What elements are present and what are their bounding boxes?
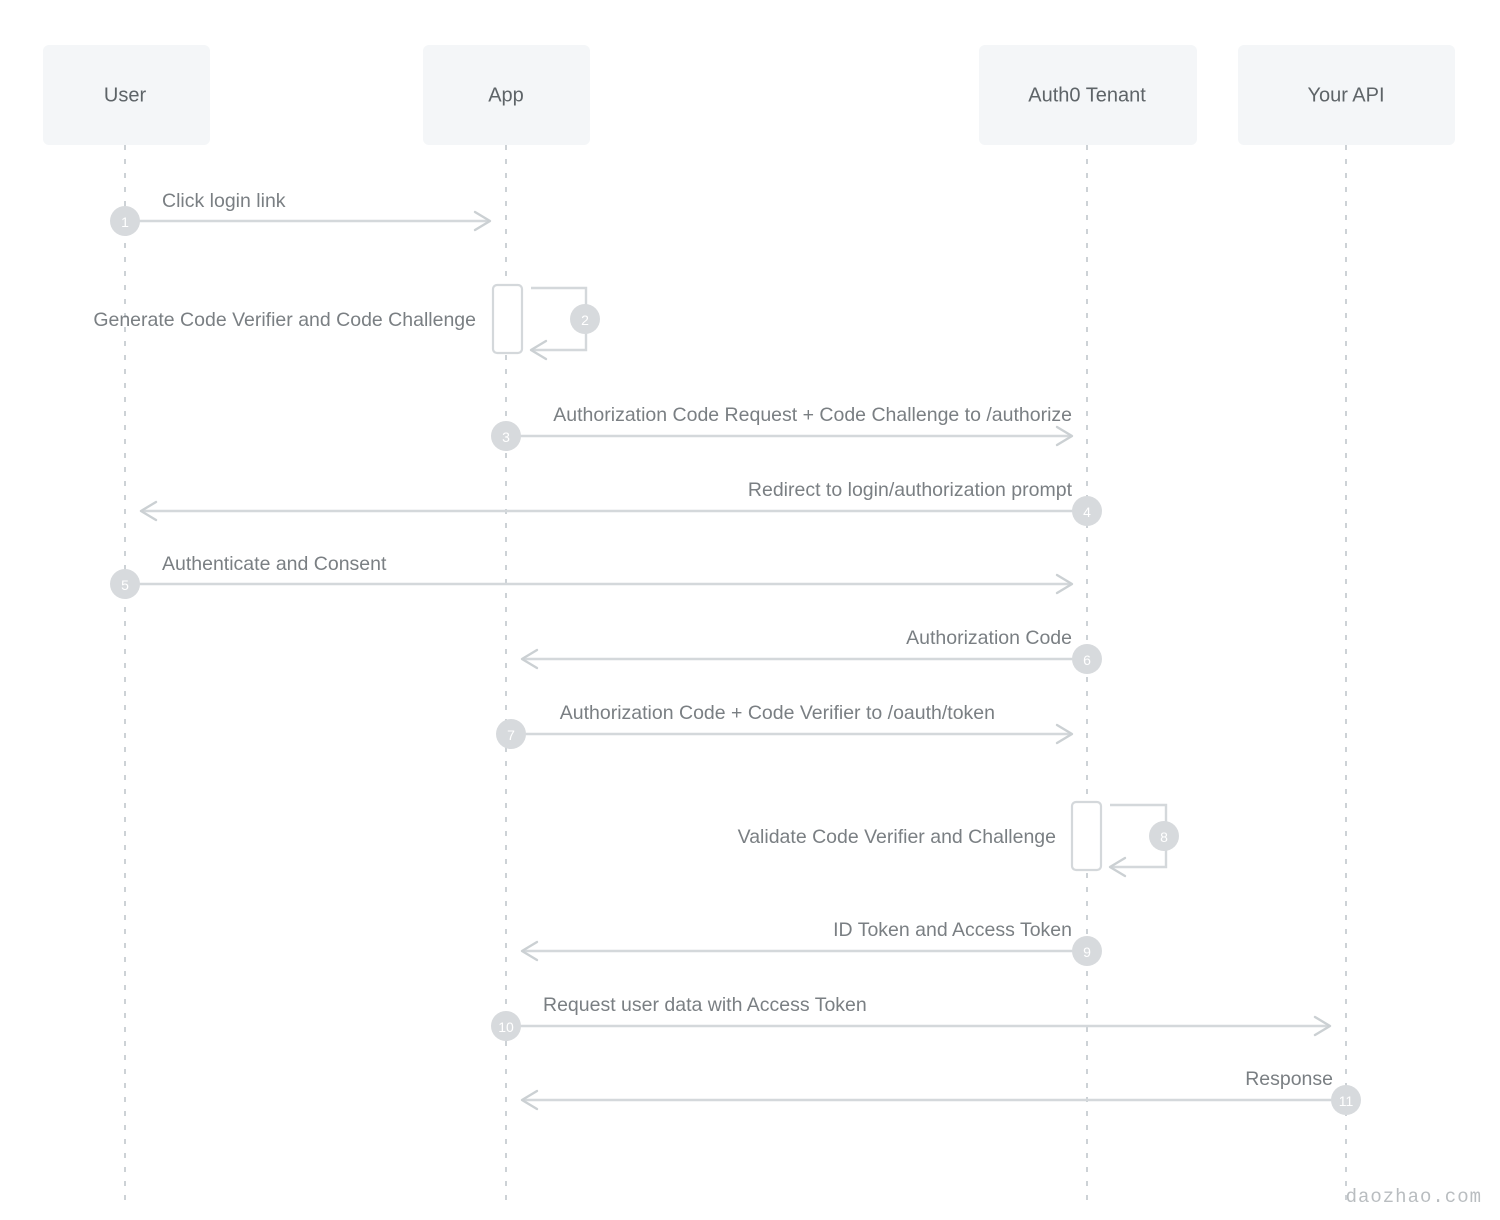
participant-label-api: Your API [1307,84,1384,106]
arrow-head [1055,425,1074,447]
arrow-head [1055,723,1074,745]
step-badge-number-11: 11 [1339,1093,1354,1109]
participant-box-auth0 [979,45,1197,145]
message-label-step-11: Response [1245,1068,1333,1090]
activation-bar-step-8 [1070,800,1103,872]
arrow-head [520,648,539,670]
step-badge-2: 2 [570,304,600,334]
message-label-step-7: Authorization Code + Code Verifier to /o… [560,702,995,724]
participant-label-app: App [488,84,524,106]
activation-bar-step-2 [491,283,524,355]
step-badge-number-7: 7 [507,727,515,743]
message-label-step-8: Validate Code Verifier and Challenge [738,826,1056,848]
step-badge-circle-1 [110,206,140,236]
step-badge-number-9: 9 [1083,944,1091,960]
message-step-7[interactable]: 7 Authorization Code + Code Verifier to /… [496,702,1074,749]
message-step-11[interactable]: 11 Response [520,1068,1361,1115]
step-badge-number-1: 1 [121,214,129,230]
message-step-4[interactable]: 4 Redirect to login/authorization prompt [139,479,1102,526]
step-badge-circle-5 [110,569,140,599]
message-label-step-9: ID Token and Access Token [833,919,1072,941]
step-badge-7: 7 [496,719,526,749]
participant-app[interactable]: App [423,45,590,145]
participant-user[interactable]: User [43,45,210,145]
step-badge-11: 11 [1331,1085,1361,1115]
arrow-head [529,339,548,361]
message-label-step-10: Request user data with Access Token [543,994,867,1016]
step-badge-number-5: 5 [121,577,129,593]
participant-label-user: User [104,84,147,106]
message-step-6[interactable]: 6 Authorization Code [520,627,1102,674]
step-badge-circle-9 [1072,936,1102,966]
message-label-step-4: Redirect to login/authorization prompt [748,479,1073,501]
message-label-step-1: Click login link [162,190,286,212]
step-badge-circle-10 [491,1011,521,1041]
arrow-head [1313,1015,1332,1037]
step-badge-circle-2 [570,304,600,334]
participant-label-auth0: Auth0 Tenant [1028,84,1146,106]
watermark-label: daozhao.com [1345,1186,1482,1208]
arrow-head [1108,856,1127,878]
message-step-8[interactable]: 8 Validate Code Verifier and Challenge [738,800,1179,878]
participant-auth0[interactable]: Auth0 Tenant [979,45,1197,145]
step-badge-number-6: 6 [1083,652,1091,668]
step-badge-number-8: 8 [1160,829,1168,845]
step-badge-circle-4 [1072,496,1102,526]
participant-api[interactable]: Your API [1238,45,1455,145]
step-badge-number-10: 10 [498,1019,514,1035]
step-badge-6: 6 [1072,644,1102,674]
step-badge-number-2: 2 [581,312,589,328]
step-badge-3: 3 [491,421,521,451]
message-step-9[interactable]: 9 ID Token and Access Token [520,919,1102,966]
step-badge-9: 9 [1072,936,1102,966]
step-badge-10: 10 [491,1011,521,1041]
step-badge-circle-7 [496,719,526,749]
step-badge-number-3: 3 [502,429,510,445]
step-badge-5: 5 [110,569,140,599]
message-step-2[interactable]: 2 Generate Code Verifier and Code Challen… [93,283,600,361]
arrow-head [1055,573,1074,595]
step-badge-circle-8 [1149,821,1179,851]
message-label-step-2: Generate Code Verifier and Code Challeng… [93,309,476,331]
participant-box-api [1238,45,1455,145]
message-step-1[interactable]: 1 Click login link [110,190,492,236]
message-label-step-6: Authorization Code [906,627,1072,649]
arrow-head [139,500,158,522]
arrow-head [520,1089,539,1111]
arrow-head [473,210,492,232]
arrow-head [520,940,539,962]
message-step-3[interactable]: 3 Authorization Code Request + Code Chall… [491,404,1074,451]
step-badge-number-4: 4 [1083,504,1091,520]
message-step-5[interactable]: 5 Authenticate and Consent [110,553,1074,599]
message-step-10[interactable]: 10 Request user data with Access Token [491,994,1332,1041]
participant-box-user [43,45,210,145]
step-badge-1: 1 [110,206,140,236]
message-label-step-3: Authorization Code Request + Code Challe… [553,404,1072,426]
step-badge-circle-3 [491,421,521,451]
step-badge-circle-6 [1072,644,1102,674]
step-badge-4: 4 [1072,496,1102,526]
step-badge-8: 8 [1149,821,1179,851]
step-badge-circle-11 [1331,1085,1361,1115]
message-label-step-5: Authenticate and Consent [162,553,387,575]
participant-box-app [423,45,590,145]
